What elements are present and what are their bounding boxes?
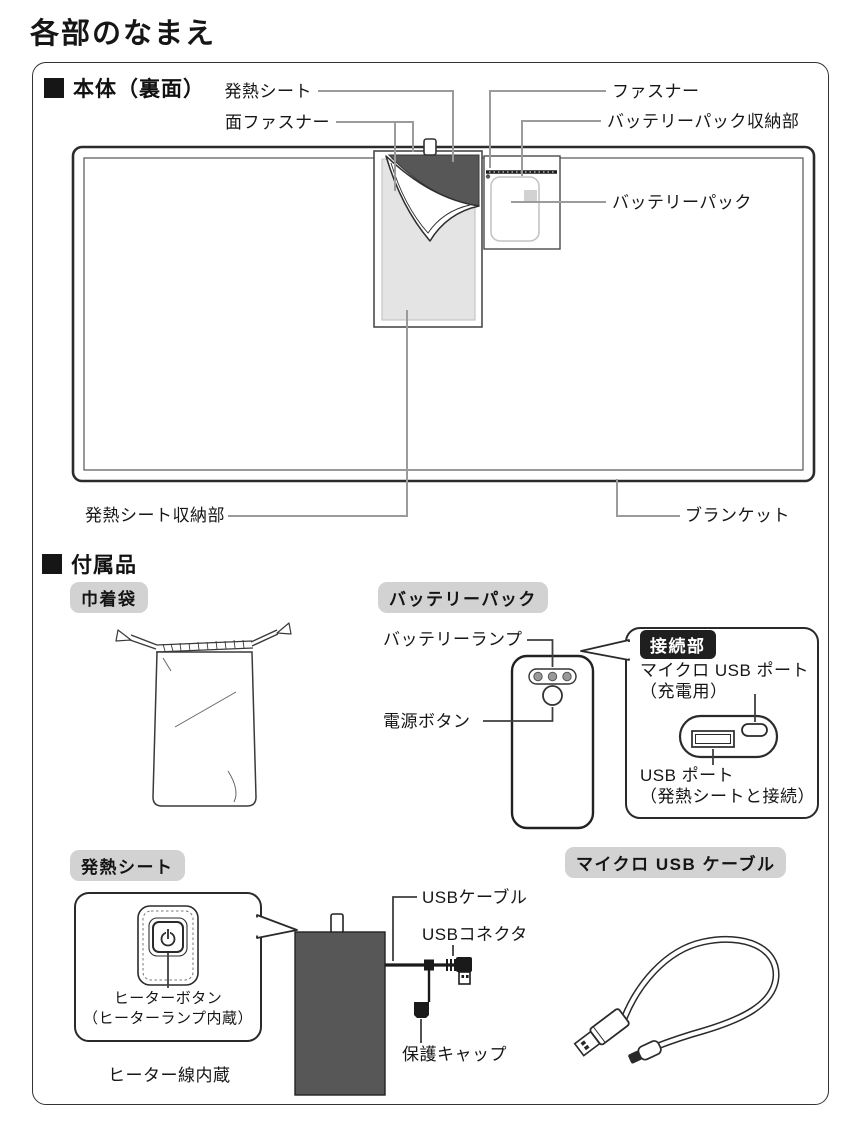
- heater-button-callout-bubble: [74, 892, 298, 1042]
- black-square-marker: [42, 554, 62, 574]
- label-blanket: ブランケット: [685, 506, 790, 525]
- section-accessories-label: 付属品: [71, 554, 137, 577]
- badge-drawstring-bag: 巾着袋: [70, 582, 148, 613]
- black-square-marker: [44, 78, 64, 98]
- drawstring-right: [250, 629, 279, 647]
- label-heater-button: ヒーターボタン: [113, 990, 223, 1007]
- badge-heat-sheet: 発熱シート: [70, 850, 185, 881]
- label-fastener: ファスナー: [612, 82, 700, 101]
- label-usb-port: USB ポート: [640, 766, 735, 785]
- content-frame: [32, 62, 829, 1105]
- usb-a-connector: [573, 1008, 630, 1057]
- power-button-shape: [542, 685, 563, 706]
- page-title: 各部のなまえ: [30, 18, 217, 50]
- badge-micro-usb-cable: マイクロ USB ケーブル: [565, 847, 787, 878]
- drawstring-left: [129, 634, 158, 650]
- drawstring-bag-illustration: [115, 622, 292, 807]
- protective-cap-shape: [414, 1002, 429, 1018]
- badge-connector: 接続部: [640, 630, 716, 659]
- label-usb-connector: USBコネクタ: [422, 925, 528, 944]
- battery-pack-illustration: [483, 639, 595, 830]
- label-battery-pack-main: バッテリーパック: [612, 193, 752, 212]
- label-heater-wire: ヒーター線内蔵: [108, 1066, 231, 1085]
- label-battery-lamp: バッテリーランプ: [383, 630, 523, 649]
- section-main-unit-label: 本体（裏面）: [73, 78, 205, 101]
- label-power-button: 電源ボタン: [383, 712, 471, 731]
- label-heat-sheet: 発熱シート: [224, 82, 312, 101]
- heat-sheet-illustration: [294, 913, 386, 1096]
- label-hook-fastener: 面ファスナー: [225, 113, 330, 132]
- usb-connector-shape: [456, 957, 472, 972]
- usb-cable-illustration: [385, 896, 472, 1043]
- connector-callout-bubble: [580, 627, 819, 819]
- section-accessories: 付属品: [42, 549, 137, 579]
- sheet-tab: [423, 138, 437, 156]
- label-heater-button-note: （ヒーターランプ内蔵）: [82, 1010, 254, 1027]
- micro-usb-cable-illustration: [573, 935, 780, 1064]
- label-battery-pocket: バッテリーパック収納部: [607, 112, 800, 131]
- badge-battery-pack: バッテリーパック: [378, 582, 548, 613]
- label-micro-usb-port: マイクロ USB ポート: [640, 661, 810, 680]
- section-main-unit: 本体（裏面）: [44, 73, 205, 103]
- label-protective-cap: 保護キャップ: [402, 1045, 507, 1064]
- usb-a-port-shape: [691, 730, 735, 748]
- label-heat-sheet-pocket: 発熱シート収納部: [85, 506, 225, 525]
- micro-usb-connector: [628, 1040, 662, 1064]
- label-micro-usb-port-note: （充電用）: [640, 682, 728, 701]
- micro-usb-port-shape: [741, 723, 768, 737]
- zipper-pull: [485, 174, 491, 179]
- label-usb-port-note: （発熱シートと接続）: [640, 787, 815, 806]
- label-usb-cable: USBケーブル: [422, 888, 528, 907]
- heat-sheet-pocket-illustration: [373, 138, 483, 328]
- main-leader-lines: [228, 90, 680, 517]
